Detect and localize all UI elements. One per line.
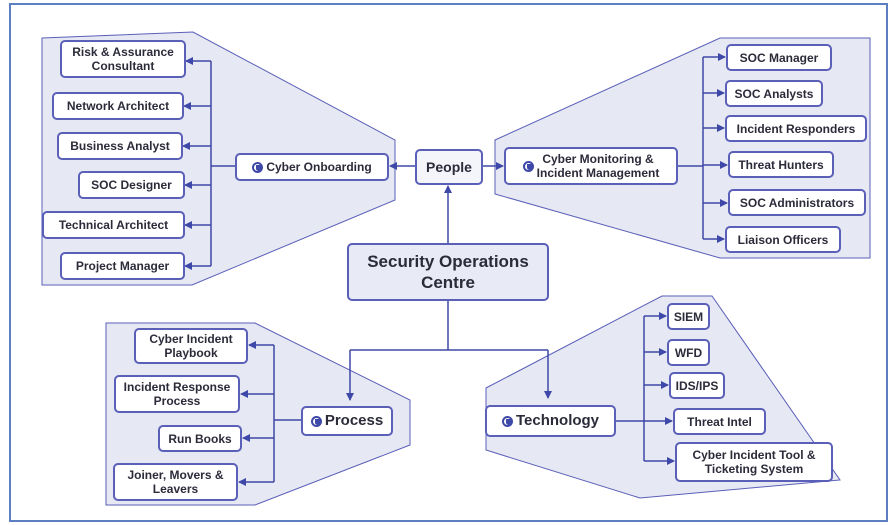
hub-circle-icon bbox=[310, 415, 322, 427]
process-label: Process bbox=[324, 412, 384, 429]
monitoring-item: SOC Manager bbox=[726, 44, 832, 71]
cyber-monitoring-hub: Cyber Monitoring & Incident Management bbox=[504, 147, 678, 185]
technology-item: WFD bbox=[667, 339, 710, 366]
process-item: Run Books bbox=[158, 425, 242, 452]
onboarding-item: SOC Designer bbox=[78, 171, 185, 199]
onboarding-item: Business Analyst bbox=[57, 132, 183, 160]
process-item: Joiner, Movers & Leavers bbox=[113, 463, 238, 501]
monitoring-item: Threat Hunters bbox=[728, 151, 834, 178]
monitoring-item: SOC Administrators bbox=[728, 189, 866, 216]
monitoring-item: Incident Responders bbox=[725, 115, 867, 142]
onboarding-item: Risk & Assurance Consultant bbox=[60, 40, 186, 78]
onboarding-item: Project Manager bbox=[60, 252, 185, 280]
cyber-onboarding-hub: Cyber Onboarding bbox=[235, 153, 389, 181]
cyber-monitoring-label: Cyber Monitoring & Incident Management bbox=[536, 152, 660, 180]
monitoring-item: Liaison Officers bbox=[725, 226, 841, 253]
process-item: Incident Response Process bbox=[114, 375, 240, 413]
process-item: Cyber Incident Playbook bbox=[134, 328, 248, 364]
monitoring-item: SOC Analysts bbox=[725, 80, 823, 107]
central-node: Security Operations Centre bbox=[347, 243, 549, 301]
technology-hub: Technology bbox=[485, 405, 616, 437]
connectors bbox=[182, 53, 728, 486]
process-hub: Process bbox=[301, 406, 393, 436]
hub-circle-icon bbox=[252, 161, 264, 173]
hub-circle-icon bbox=[522, 160, 534, 172]
cluster-process bbox=[105, 322, 411, 506]
technology-item: IDS/IPS bbox=[669, 372, 725, 399]
technology-label: Technology bbox=[515, 412, 600, 429]
people-node: People bbox=[415, 149, 483, 185]
hub-circle-icon bbox=[501, 415, 513, 427]
technology-item: SIEM bbox=[667, 303, 710, 330]
onboarding-item: Network Architect bbox=[52, 92, 184, 120]
technology-item: Cyber Incident Tool & Ticketing System bbox=[675, 442, 833, 482]
onboarding-item: Technical Architect bbox=[42, 211, 185, 239]
technology-item: Threat Intel bbox=[673, 408, 766, 435]
cyber-onboarding-label: Cyber Onboarding bbox=[266, 160, 372, 174]
